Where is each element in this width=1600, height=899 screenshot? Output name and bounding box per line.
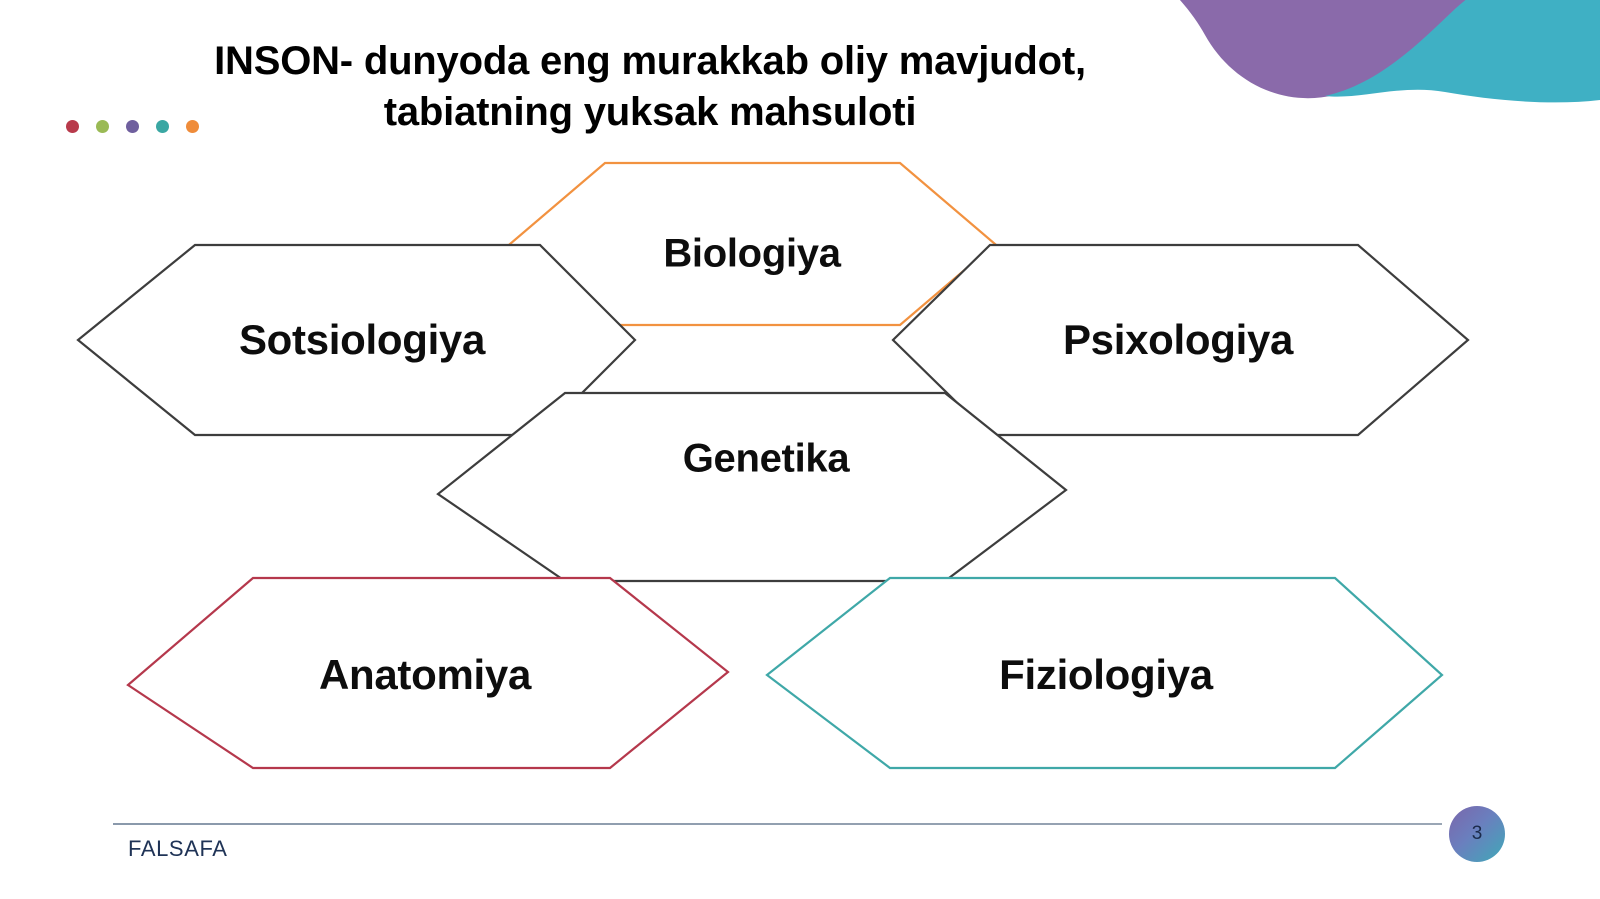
hexagon-anatomiya[interactable] <box>126 576 730 770</box>
dot-crimson <box>66 120 79 133</box>
hexagon-psixologiya[interactable] <box>891 243 1470 437</box>
hexagon-label-anatomiya: Anatomiya <box>318 651 532 698</box>
dot-orange <box>186 120 199 133</box>
hexagon-label-sotsiologiya: Sotsiologiya <box>238 316 486 363</box>
hexagon-label-genetika: Genetika <box>682 436 850 481</box>
hexagon-label-biologiya: Biologiya <box>663 231 841 276</box>
footer-divider <box>113 823 1442 825</box>
hexagon-label-fiziologiya: Fiziologiya <box>999 651 1213 698</box>
teal-wave-shape <box>1325 0 1600 103</box>
page-number-badge: 3 <box>1449 806 1505 862</box>
hexagon-label-psixologiya: Psixologiya <box>1062 316 1294 363</box>
hexagon-outlines <box>76 161 1470 770</box>
dot-teal <box>156 120 169 133</box>
slide-title: INSON- dunyoda eng murakkab oliy mavjudo… <box>214 39 1086 135</box>
page-number-text: 3 <box>1471 823 1483 844</box>
hexagon-genetika[interactable] <box>436 391 1068 583</box>
dot-purple <box>126 120 139 133</box>
decorative-dot-row <box>66 120 199 133</box>
footer-label: FALSAFA <box>128 836 228 861</box>
dot-olive <box>96 120 109 133</box>
hexagon-fiziologiya[interactable] <box>765 576 1444 770</box>
